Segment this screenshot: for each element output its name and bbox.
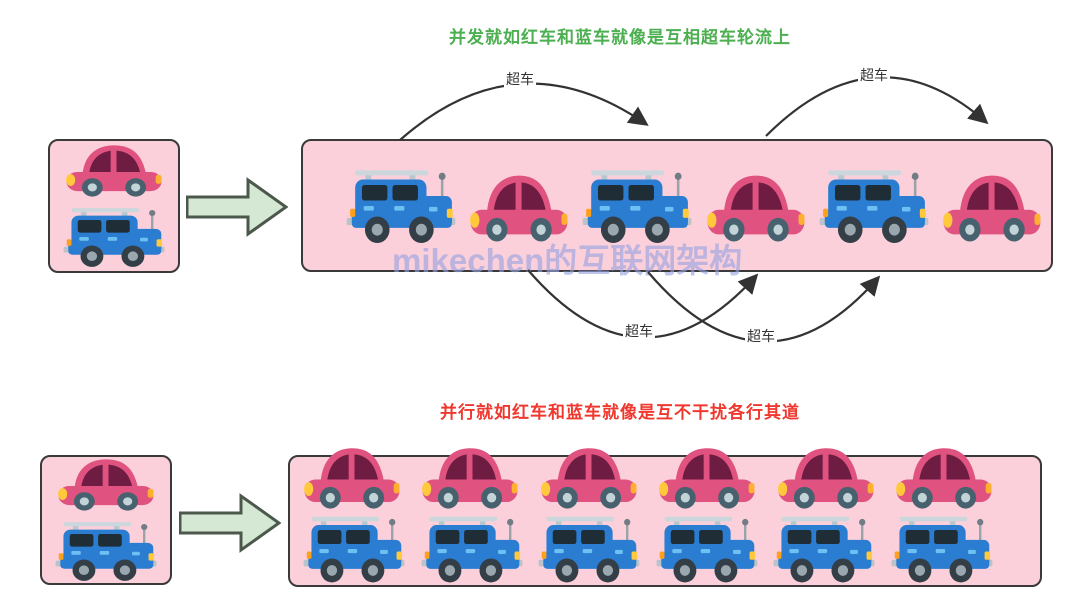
red-car-icon [420,443,520,509]
right-arrow-icon [186,177,288,237]
red-car-icon [302,443,402,509]
parallel-blue-lane [290,511,1040,587]
overtake-label: 超车 [504,70,536,88]
blue-car-icon [655,511,759,587]
blue-car-icon [890,511,994,587]
red-car-icon [705,170,807,242]
red-car-icon [468,170,570,242]
blue-car-icon [302,511,406,587]
concurrency-source-box [48,139,180,273]
parallel-lane-box [288,455,1042,587]
watermark: mikechen的互联网架构 [392,242,743,279]
red-car-icon [657,443,757,509]
blue-car-icon [54,517,158,585]
blue-car-icon [772,511,876,587]
concurrency-title: 并发就如红车和蓝车就像是互相超车轮流上 [449,28,791,47]
parallel-title: 并行就如红车和蓝车就像是互不干扰各行其道 [440,403,800,422]
blue-car-icon [537,511,641,587]
overtake-label: 超车 [623,322,655,340]
blue-car-icon [818,164,930,248]
blue-car-icon [62,203,166,271]
red-car-icon [539,443,639,509]
parallel-source-box [40,455,172,585]
concurrency-lane-box [301,139,1053,272]
overtake-label: 超车 [858,66,890,84]
red-car-icon [776,443,876,509]
red-car-icon [56,455,156,511]
overtake-arc-top-right [765,76,989,137]
red-car-icon [894,443,994,509]
blue-car-icon [420,511,524,587]
parallel-red-lane [290,443,1040,509]
right-arrow-icon [179,493,281,553]
overtake-label: 超车 [745,327,777,345]
overtake-arc-top-left [399,82,649,141]
red-car-icon [941,170,1043,242]
red-car-icon [64,141,164,197]
